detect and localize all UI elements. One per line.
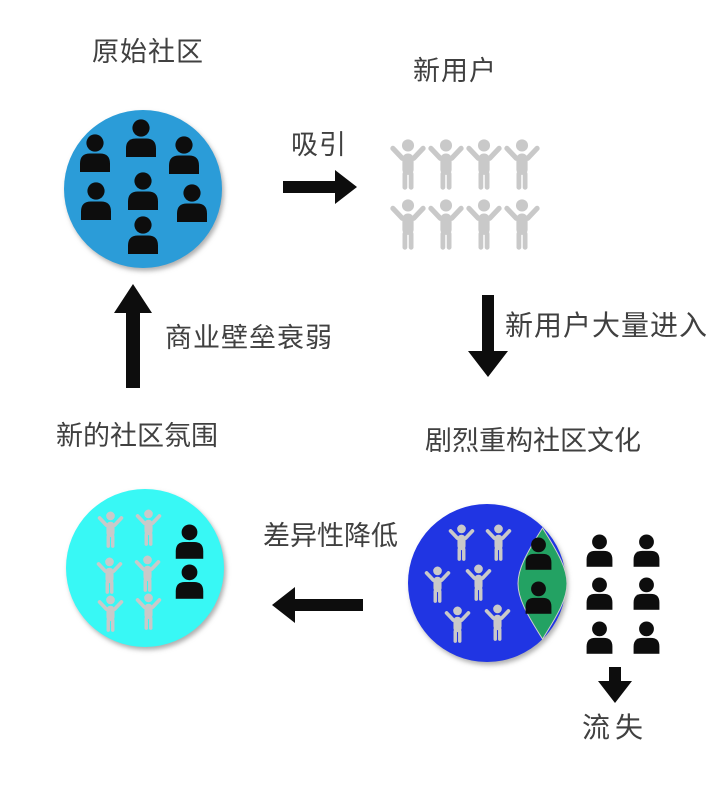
- new-users-label: 新用户: [413, 56, 497, 86]
- person-cheer-icon: [484, 603, 511, 643]
- restructured-culture-label: 剧烈重构社区文化: [425, 426, 641, 456]
- person-bust-icon: [584, 577, 615, 610]
- person-cheer-icon: [465, 563, 492, 603]
- person-cheer-icon: [389, 139, 427, 191]
- barrier-weaken-arrow-icon: [114, 284, 152, 388]
- new-users-crowd: [389, 139, 549, 254]
- person-cheer-icon: [465, 139, 503, 191]
- person-cheer-icon: [503, 199, 541, 251]
- person-cheer-icon: [465, 199, 503, 251]
- person-cheer-icon: [427, 199, 465, 251]
- person-cheer-icon: [389, 199, 427, 251]
- original-community-label: 原始社区: [92, 37, 204, 67]
- person-cheer-icon: [427, 139, 465, 191]
- person-bust-icon: [174, 184, 210, 222]
- churn-arrow-icon: [598, 667, 632, 703]
- person-cheer-icon: [448, 523, 475, 563]
- person-bust-icon: [631, 577, 662, 610]
- new-atmosphere-circle: [66, 489, 224, 647]
- person-cheer-icon: [503, 139, 541, 191]
- person-bust-icon: [166, 136, 202, 174]
- person-bust-icon: [173, 524, 206, 559]
- person-bust-icon: [173, 564, 206, 599]
- person-bust-icon: [125, 172, 161, 210]
- person-bust-icon: [631, 534, 662, 567]
- original-members-lens: [517, 527, 568, 640]
- person-bust-icon: [584, 621, 615, 654]
- person-bust-icon: [523, 537, 554, 570]
- atmosphere-minority-members: [66, 489, 224, 647]
- person-bust-icon: [77, 134, 113, 172]
- person-bust-icon: [123, 119, 159, 157]
- original-community-members: [64, 110, 222, 268]
- attract-edge-label: 吸引: [291, 130, 347, 160]
- person-bust-icon: [523, 581, 554, 614]
- lens-members: [517, 527, 568, 640]
- churn-label: 流失: [582, 712, 649, 743]
- person-cheer-icon: [485, 523, 512, 563]
- person-bust-icon: [78, 182, 114, 220]
- person-bust-icon: [584, 534, 615, 567]
- person-cheer-icon: [424, 565, 451, 605]
- new-atmosphere-label: 新的社区氛围: [56, 421, 218, 451]
- barrier-weaken-edge-label: 商业壁垒衰弱: [165, 323, 333, 353]
- person-bust-icon: [631, 621, 662, 654]
- diff-decrease-edge-label: 差异性降低: [263, 521, 398, 551]
- attract-arrow-icon: [283, 170, 357, 204]
- mass-entry-edge-label: 新用户大量进入: [505, 310, 709, 341]
- person-bust-icon: [125, 216, 161, 254]
- diff-decrease-arrow-icon: [272, 587, 363, 623]
- original-community-circle: [64, 110, 222, 268]
- leaving-members-crowd: [584, 534, 680, 656]
- person-cheer-icon: [444, 605, 471, 645]
- mass-entry-arrow-icon: [468, 295, 508, 377]
